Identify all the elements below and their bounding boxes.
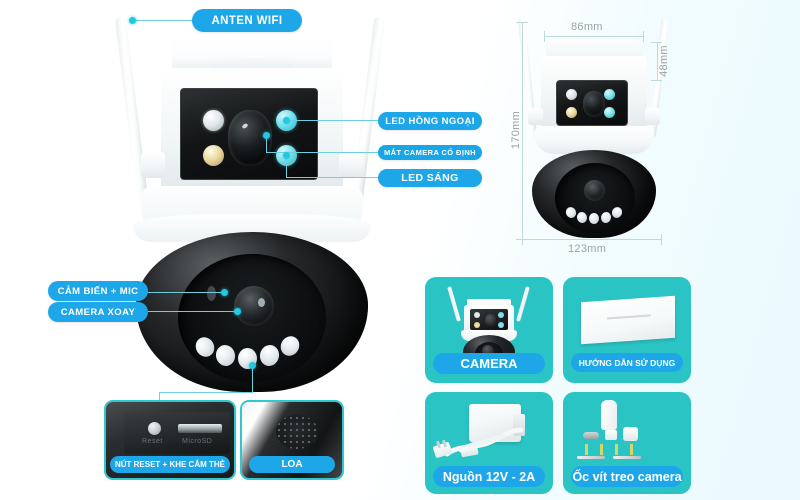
accessory-card-power[interactable]: Nguồn 12V - 2A: [425, 392, 553, 494]
dim-text-width-top: 86mm: [571, 21, 603, 33]
accessory-label-screws[interactable]: Ốc vít treo camera: [571, 466, 683, 487]
dim-line-width-base: [522, 239, 662, 240]
callout-line-camera-xoay: [145, 311, 237, 313]
callout-dot-bottom-panel: [249, 362, 256, 369]
panel-card-speaker[interactable]: LOA: [240, 400, 344, 480]
callout-line-led-sang: [287, 177, 382, 179]
reset-button-icon: [148, 422, 161, 435]
callout-drop-bottom-panel: [159, 392, 161, 407]
dim-cap-height-total-top: [516, 22, 528, 23]
callout-dot-anten-wifi: [129, 17, 136, 24]
accessory-power-photo: [425, 392, 553, 464]
callout-dot-mat-camera: [263, 132, 270, 139]
dim-led-ir-tr-icon: [604, 89, 615, 100]
accessory-card-camera[interactable]: CAMERA: [425, 277, 553, 383]
dim-line-height-head: [657, 42, 658, 81]
accessory-card-screws[interactable]: Ốc vít treo camera: [563, 392, 691, 494]
callout-line-bottom-panel: [159, 392, 253, 394]
accessory-camera-photo: [425, 277, 553, 372]
led-white-top-left-icon: [203, 110, 224, 131]
speaker-grille-icon: [276, 415, 318, 449]
callout-line-mat-camera: [267, 152, 382, 154]
panel-label-speaker[interactable]: LOA: [249, 456, 335, 473]
bracket-arm-left: [141, 152, 165, 178]
callout-riser-led-sang: [286, 156, 288, 178]
dim-led-ir-br-icon: [604, 107, 615, 118]
dim-camera-collar: [534, 126, 654, 154]
microsd-port-label: MicroSD: [182, 438, 213, 445]
callout-led-sang[interactable]: LED SÁNG: [378, 169, 482, 187]
dim-cap-height-head-bottom: [651, 80, 662, 81]
accessory-label-camera[interactable]: CAMERA: [433, 353, 545, 374]
panel-card-reset[interactable]: Reset MicroSD NÚT RESET + KHE CẮM THẺ: [104, 400, 236, 480]
callout-line-cam-bien-mic: [145, 292, 223, 294]
accessory-label-power[interactable]: Nguồn 12V - 2A: [433, 466, 545, 487]
reset-port-label: Reset: [142, 438, 163, 445]
dim-cap-width-top-right: [643, 31, 644, 42]
dim-line-height-total: [522, 22, 523, 240]
dim-ptz-camera-lens: [584, 180, 605, 201]
accessory-card-manual[interactable]: HƯỚNG DẪN SỬ DỤNG: [563, 277, 691, 383]
callout-dot-led-sang: [283, 152, 290, 159]
ptz-camera-lens: [234, 286, 274, 326]
dim-text-height-head: 48mm: [657, 45, 670, 77]
callout-line-anten-wifi: [133, 20, 200, 22]
callout-camera-xoay[interactable]: CAMERA XOAY: [48, 302, 148, 322]
accessory-screws-photo: [563, 392, 691, 464]
dim-led-white-tl-icon: [566, 89, 577, 100]
accessory-manual-photo: [581, 295, 675, 345]
bracket-arm-right: [339, 152, 363, 178]
led-gold-bottom-left-icon: [203, 145, 224, 166]
dim-text-height-total: 170mm: [510, 110, 523, 150]
callout-dot-led-hong-ngoai: [283, 117, 290, 124]
dim-led-gold-bl-icon: [566, 107, 577, 118]
callout-riser-mat-camera: [266, 136, 268, 153]
dim-bracket-arm-left: [528, 108, 543, 125]
accessory-label-manual[interactable]: HƯỚNG DẪN SỬ DỤNG: [571, 353, 683, 372]
dim-line-width-top: [544, 36, 644, 37]
callout-dot-cam-bien-mic: [221, 289, 228, 296]
callout-mat-camera[interactable]: MẮT CAMERA CỐ ĐỊNH: [378, 145, 482, 160]
reset-panel-inner: [124, 412, 230, 454]
callout-line-led-hong-ngoai: [287, 120, 383, 122]
callout-cam-bien-mic[interactable]: CẢM BIẾN + MIC: [48, 281, 148, 301]
dim-cap-width-base-left: [522, 234, 523, 245]
callout-dot-camera-xoay: [234, 308, 241, 315]
panel-label-reset[interactable]: NÚT RESET + KHE CẮM THẺ: [110, 456, 230, 473]
dim-cap-width-top-left: [544, 31, 545, 42]
dim-cap-width-base-right: [661, 234, 662, 245]
dim-fixed-camera-lens: [583, 91, 605, 117]
dim-bracket-arm-right: [645, 108, 660, 125]
dim-cap-height-head-top: [651, 42, 662, 43]
dim-ir-led-3-icon: [589, 213, 599, 224]
microsd-slot-icon: [178, 424, 222, 433]
mic-hole: [207, 286, 216, 301]
callout-riser-bottom-panel: [252, 366, 254, 392]
callout-anten-wifi[interactable]: ANTEN WIFI: [192, 9, 302, 32]
callout-led-hong-ngoai[interactable]: LED HỒNG NGOẠI: [378, 112, 482, 130]
ptz-lens-glint: [258, 298, 265, 307]
dim-text-width-base: 123mm: [568, 243, 607, 255]
